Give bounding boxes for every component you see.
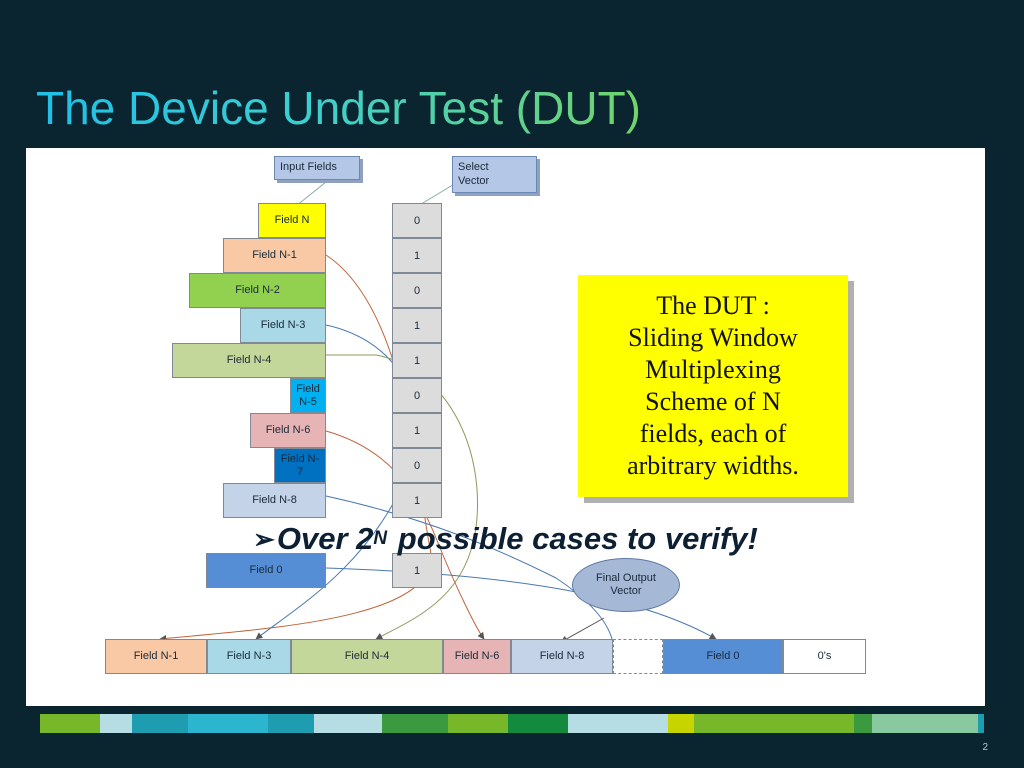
output-zeros-label: 0's (817, 650, 832, 662)
statement-superscript: N (373, 528, 388, 549)
select-bit: 1 (392, 238, 442, 273)
input-fields-callout-label: Input Fields (280, 161, 337, 173)
input-field-n-1-label: Field N-1 (252, 249, 297, 261)
input-field-n-4: Field N-4 (172, 343, 326, 378)
output-field-n-1: Field N-1 (105, 639, 207, 674)
output-field-n-8: Field N-8 (511, 639, 613, 674)
output-field-n-3-label: Field N-3 (226, 650, 272, 662)
wire-field-n-1 (159, 254, 432, 642)
output-field-n-3: Field N-3 (207, 639, 291, 674)
footer-color-bar (40, 714, 984, 733)
footer-bar-segment (978, 714, 984, 733)
final-output-vector-callout: Final Output Vector (572, 558, 680, 612)
input-field-n-7: Field N- 7 (274, 448, 326, 483)
footer-bar-segment (268, 714, 314, 733)
select-bit: 0 (392, 203, 442, 238)
dut-note-line: Multiplexing (645, 355, 781, 384)
input-field-n-8-label: Field N-8 (252, 494, 297, 506)
output-field-n-8-label: Field N-8 (539, 650, 585, 662)
dut-description-note: The DUT : Sliding Window Multiplexing Sc… (578, 275, 848, 497)
input-field-n-2: Field N-2 (189, 273, 326, 308)
footer-bar-segment (668, 714, 694, 733)
select-bit: 1 (392, 308, 442, 343)
select-vector-line1: Select (458, 161, 489, 173)
statement-text-before: Over 2 (276, 521, 374, 556)
wire-field-0 (325, 567, 717, 640)
dut-note-line: fields, each of (639, 419, 787, 448)
input-field-n-6: Field N-6 (250, 413, 326, 448)
select-bit: 1 (392, 343, 442, 378)
footer-bar-segment (568, 714, 668, 733)
statement-text-after: possible cases to verify! (389, 521, 758, 556)
page-number: 2 (982, 742, 988, 753)
input-field-n-7-label-line1: Field N- (280, 452, 320, 465)
input-field-n-5-label-line2: N-5 (299, 395, 317, 408)
output-field-n-6-label: Field N-6 (454, 650, 500, 662)
input-field-n-3: Field N-3 (240, 308, 326, 343)
dut-note-line: Sliding Window (628, 323, 798, 352)
footer-bar-segment (132, 714, 188, 733)
output-field-n-6: Field N-6 (443, 639, 511, 674)
select-bit: 1 (392, 483, 442, 518)
input-field-n-7-label-line2: 7 (296, 465, 304, 478)
input-field-n-5: Field N-5 (290, 378, 326, 413)
input-field-n-1: Field N-1 (223, 238, 326, 273)
output-field-n-4-label: Field N-4 (344, 650, 390, 662)
wire-field-n-6 (325, 430, 485, 640)
footer-bar-segment (872, 714, 978, 733)
input-field-n: Field N (258, 203, 326, 238)
output-field-0: Field 0 (663, 639, 783, 674)
input-field-0: Field 0 (206, 553, 326, 588)
select-bit: 1 (392, 413, 442, 448)
slide-title: The Device Under Test (DUT) (36, 82, 641, 134)
output-field-n-4: Field N-4 (291, 639, 443, 674)
output-field-n-1-label: Field N-1 (133, 650, 179, 662)
footer-bar-segment (448, 714, 508, 733)
footer-bar-segment (100, 714, 132, 733)
footer-bar-segment (508, 714, 568, 733)
dut-note-line: Scheme of N (645, 387, 781, 416)
output-zeros: 0's (783, 639, 866, 674)
input-field-n-2-label: Field N-2 (235, 284, 280, 296)
input-field-n-4-label: Field N-4 (226, 354, 272, 366)
input-field-n-6-label: Field N-6 (265, 424, 311, 436)
output-field-0-label: Field 0 (706, 650, 740, 662)
input-field-0-label: Field 0 (249, 564, 283, 576)
dut-note-line: The DUT : (656, 291, 770, 320)
input-field-n-8: Field N-8 (223, 483, 326, 518)
footer-bar-segment (382, 714, 448, 733)
footer-bar-segment (854, 714, 872, 733)
select-bit: 0 (392, 378, 442, 413)
footer-bar-segment (188, 714, 268, 733)
final-output-line2: Vector (610, 585, 642, 597)
final-output-pointer (560, 617, 605, 643)
footer-bar-segment (40, 714, 100, 733)
footer-bar-segment (314, 714, 382, 733)
input-field-n-3-label: Field N-3 (260, 319, 306, 331)
select-vector-line2: Vector (458, 175, 490, 187)
diagram-panel: Input Fields Select Vector Field N Field… (26, 148, 985, 706)
select-bit: 1 (392, 553, 442, 588)
select-bit: 0 (392, 448, 442, 483)
arrow-bullet-icon: ➢ (253, 523, 275, 554)
input-field-n-5-label-line1: Field (296, 382, 320, 395)
dut-note-line: arbitrary widths. (627, 451, 799, 480)
final-output-line1: Final Output (596, 572, 656, 584)
verification-statement: ➢ Over 2 N possible cases to verify! (26, 514, 985, 564)
select-vector-callout: Select Vector (452, 156, 537, 193)
select-bit: 0 (392, 273, 442, 308)
input-fields-callout: Input Fields (274, 156, 360, 180)
footer-bar-segment (694, 714, 854, 733)
input-field-n-label: Field N (274, 214, 310, 226)
output-ellipsis-gap (613, 639, 663, 674)
